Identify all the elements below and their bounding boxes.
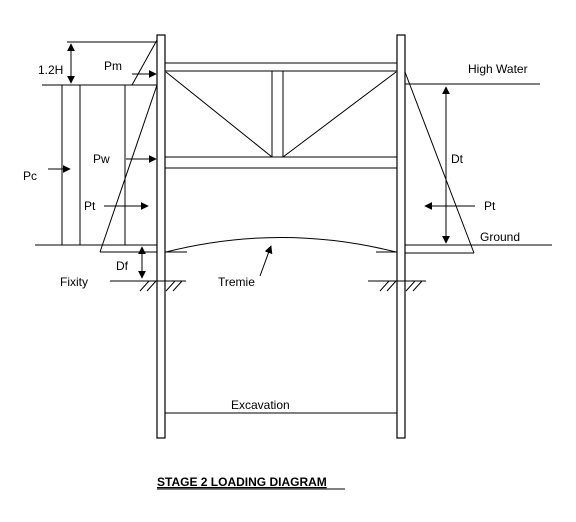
ground-label: Ground: [480, 230, 520, 244]
tremie-label: Tremie: [218, 275, 255, 289]
right-pressure-diagram: [404, 71, 475, 254]
tremie-leader-arrow: [259, 245, 273, 277]
h12-label: 1.2H: [38, 63, 63, 77]
dt-label: Dt: [451, 152, 464, 166]
diagram-title: STAGE 2 LOADING DIAGRAM: [157, 475, 327, 489]
pw-label: Pw: [93, 152, 110, 166]
left-sheet-pile: [156, 34, 166, 439]
high-water-label: High Water: [468, 62, 528, 76]
pt-left-label: Pt: [84, 199, 96, 213]
excavation-label: Excavation: [231, 398, 290, 412]
truss-bracing: [165, 62, 397, 169]
pc-label: Pc: [23, 169, 37, 183]
pt-right-label: Pt: [484, 199, 496, 213]
left-pressure-diagrams: [61, 39, 158, 253]
pm-label: Pm: [104, 59, 122, 73]
tremie-slab-top: [165, 237, 397, 253]
fixity-label: Fixity: [60, 275, 88, 289]
fixity-right: [368, 280, 426, 292]
df-label: Df: [116, 259, 129, 273]
fixity-left: [110, 280, 186, 292]
right-sheet-pile: [396, 34, 406, 439]
